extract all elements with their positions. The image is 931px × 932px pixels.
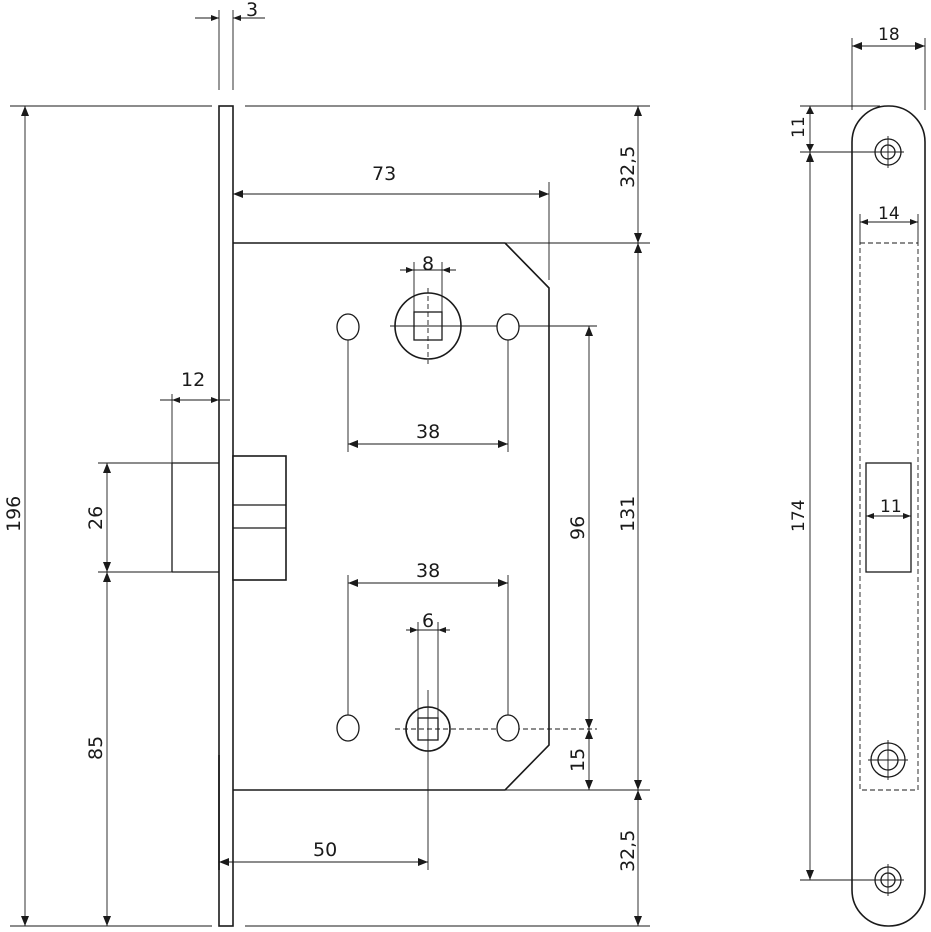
dim-strike-recess-width: 14 xyxy=(878,204,900,224)
dim-strike-hole-spacing: 174 xyxy=(789,500,809,532)
dim-spindle-to-key: 96 xyxy=(567,516,589,540)
dim-backset: 50 xyxy=(313,839,337,861)
dim-latch-projection: 12 xyxy=(181,369,205,391)
faceplate xyxy=(218,105,234,927)
dim-key-to-body-bottom: 15 xyxy=(567,748,589,772)
dim-body-width: 73 xyxy=(372,163,396,185)
dim-key-square: 6 xyxy=(422,610,434,632)
top-screw-holes xyxy=(336,313,520,452)
bottom-screw-holes xyxy=(336,575,520,742)
dim-screw-spacing-top: 38 xyxy=(416,421,440,443)
dim-latch-to-bottom: 85 xyxy=(85,736,107,760)
dim-spindle-square: 8 xyxy=(422,253,434,275)
dim-screw-spacing-bottom: 38 xyxy=(416,560,440,582)
dim-strike-width: 18 xyxy=(878,25,900,45)
key-cylinder xyxy=(395,690,597,870)
latch-bolt xyxy=(171,455,287,581)
dim-top-offset: 32,5 xyxy=(617,146,639,188)
dim-latch-height: 26 xyxy=(85,506,107,530)
dim-bottom-offset: 32,5 xyxy=(617,830,639,872)
spindle-hub xyxy=(390,288,597,364)
dim-body-height: 131 xyxy=(617,496,639,532)
dim-total-height: 196 xyxy=(3,496,25,532)
dim-faceplate-thickness: 3 xyxy=(246,0,258,21)
dim-strike-hole-offset: 11 xyxy=(789,116,809,138)
dim-strike-latch-window: 11 xyxy=(880,497,902,517)
